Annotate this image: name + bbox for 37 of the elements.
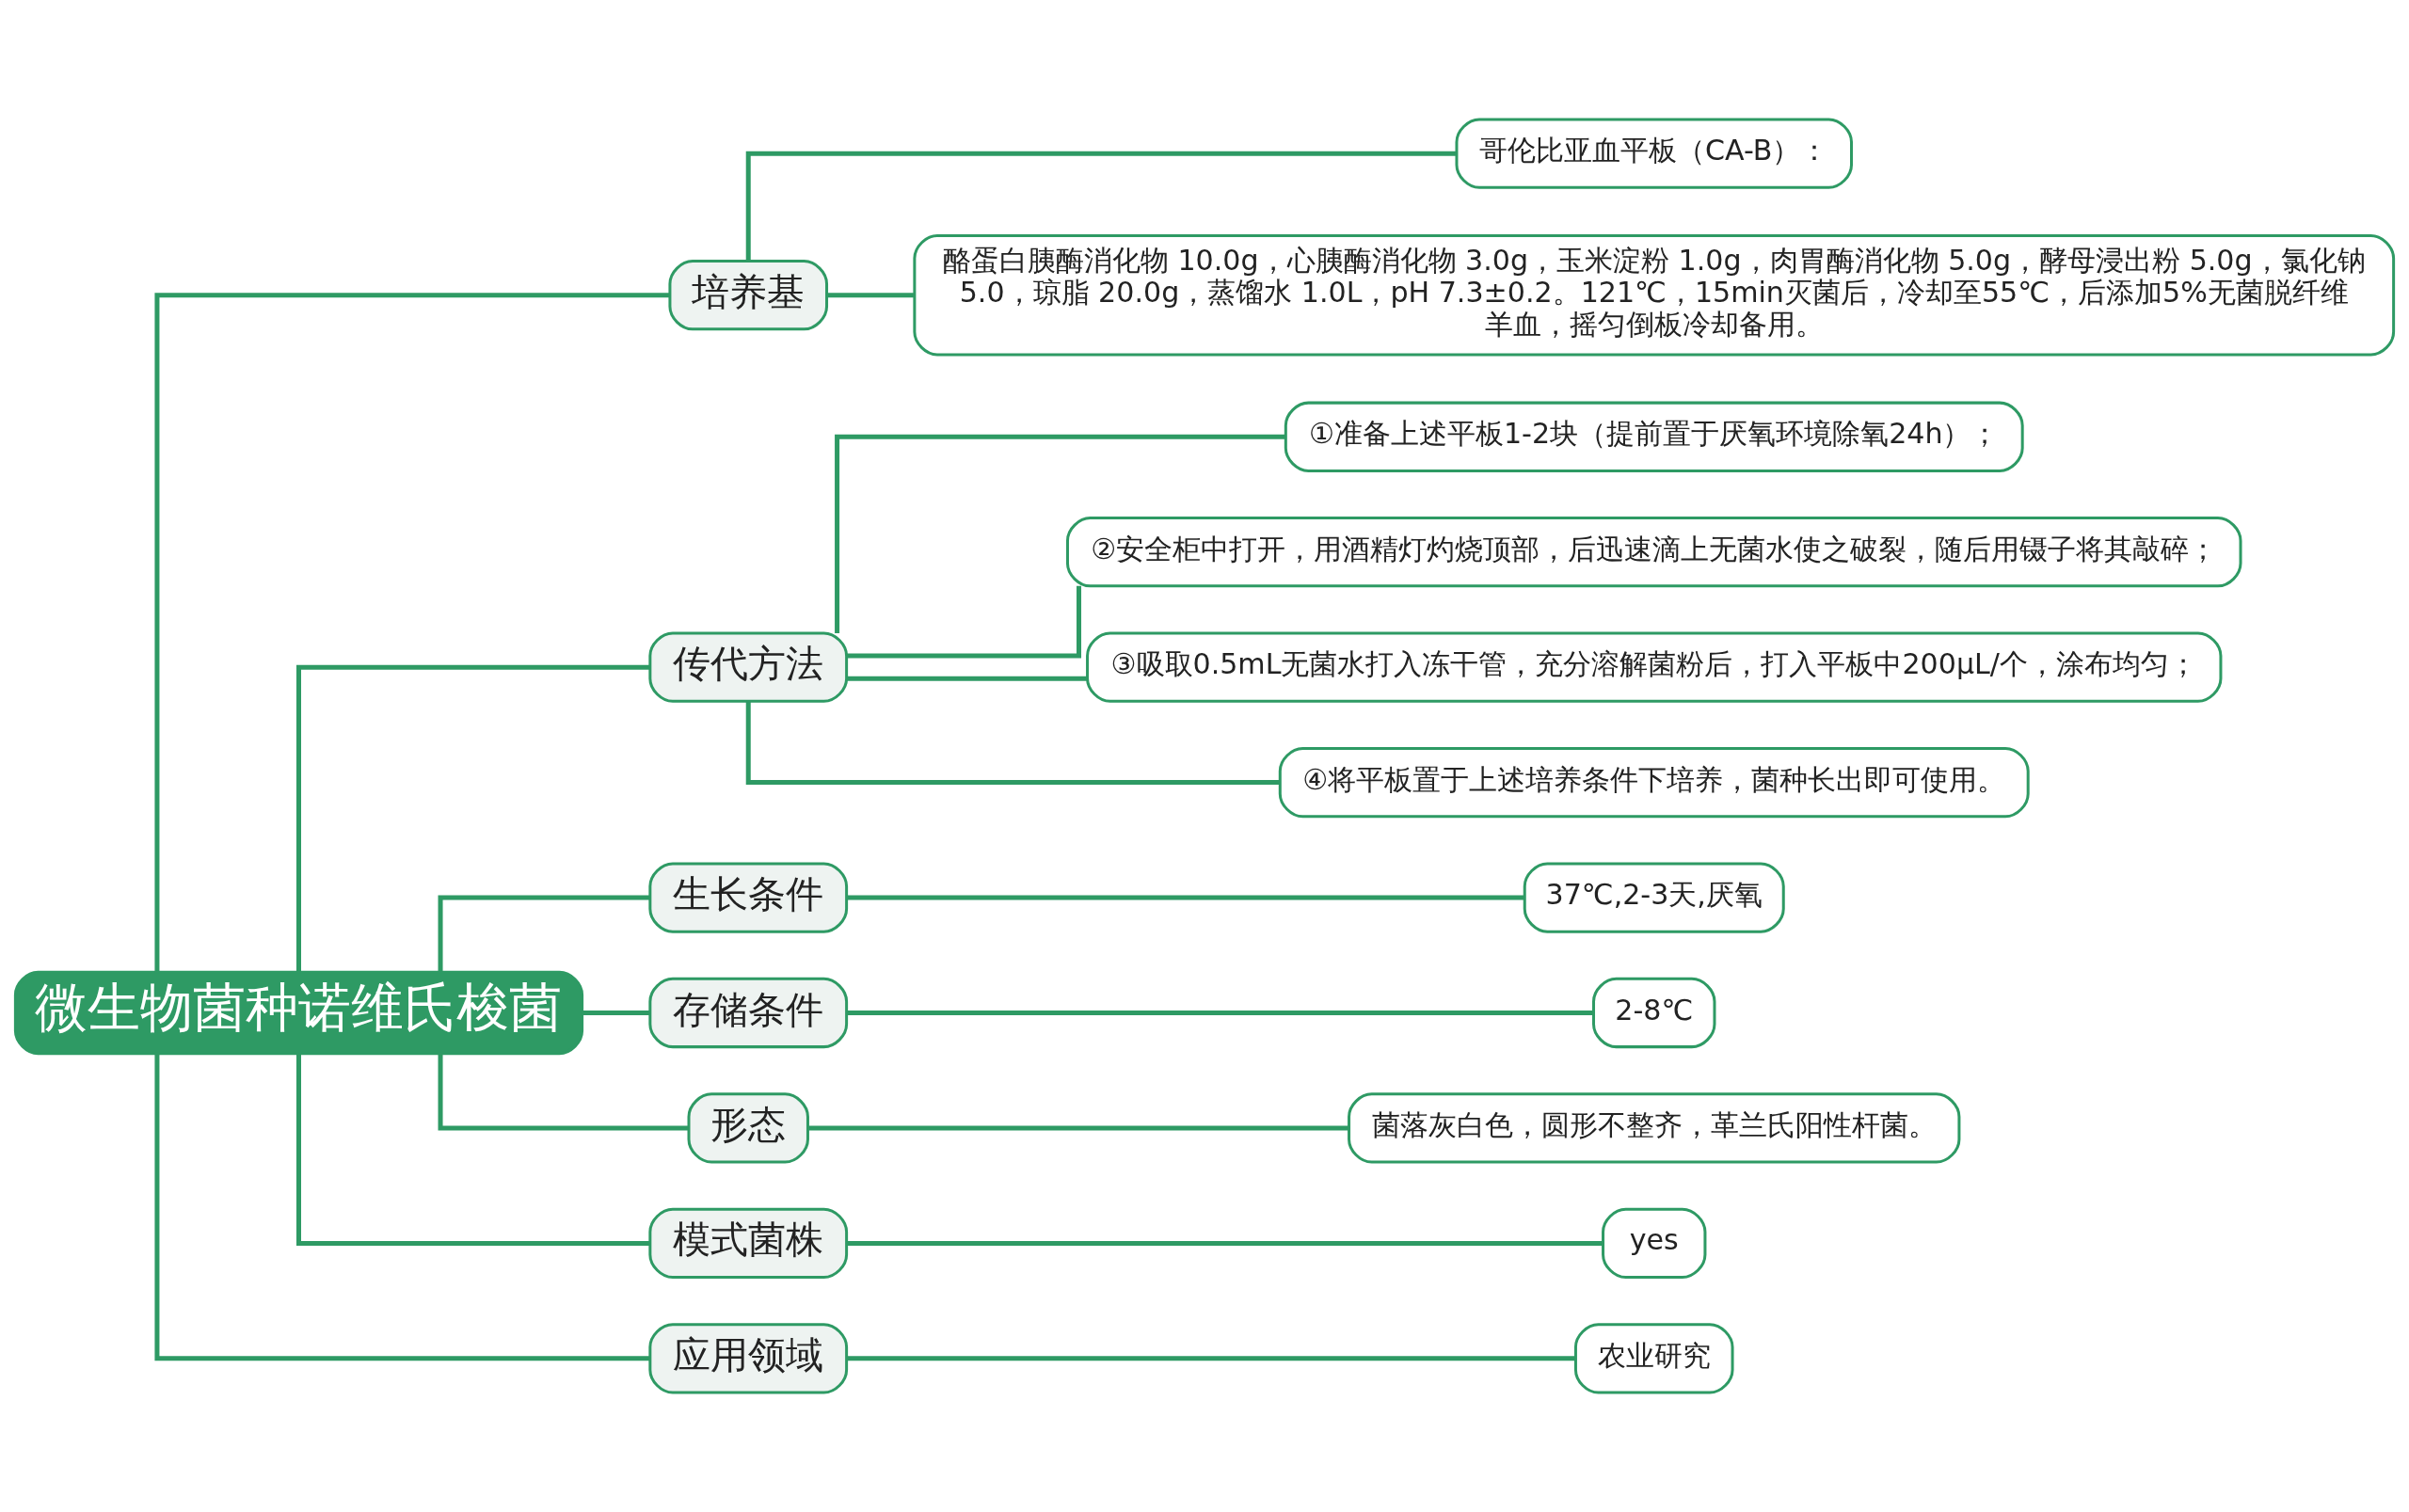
connector [745,701,1280,786]
connector [847,1356,1575,1361]
connector [826,293,914,298]
connector [808,1125,1349,1131]
connector [295,1053,650,1246]
node-box: yes [1602,1207,1707,1280]
connector [154,293,670,973]
node-box: 37℃,2-3天,厌氧 [1523,862,1785,933]
node-box: ④将平板置于上述培养条件下培养，菌种长出即可使用。 [1278,746,2030,819]
node-box: ②安全柜中打开，用酒精灯灼烧顶部，后迅速滴上无菌水使之破裂，随后用镊子将其敲碎； [1065,517,2242,588]
node-box: 农业研究 [1573,1323,1734,1394]
connector [847,1240,1603,1246]
node-box: ①准备上述平板1-2块（提前置于厌氧环境除氧24h）； [1284,401,2024,472]
node-box: 应用领域 [648,1323,849,1394]
node-box: 存储条件 [648,977,849,1049]
connector [295,664,650,972]
node-box: ③吸取0.5mL无菌水打入冻干管，充分溶解菌粉后，打入平板中200μL/个，涂布均匀； [1086,631,2223,703]
connector [847,676,1088,681]
connector [846,585,1081,659]
node-box: 2-8℃ [1592,977,1716,1049]
node-box: 培养基 [668,260,829,331]
connector [847,895,1524,900]
connector [835,434,1286,633]
connector [438,895,650,972]
connector [847,1011,1593,1015]
connector [582,1011,650,1015]
node-box: 形态 [687,1092,809,1164]
connector [745,151,1457,262]
node-box: 酪蛋白胰酶消化物 10.0g，心胰酶消化物 3.0g，玉米淀粉 1.0g，肉胃酶消化物 5.0g，酵母浸出粉 5.0g，氯化钠 5.0，琼脂 20.0g，蒸馏水 1.0L，pH 7.3±0.2。121℃，15min灭菌后，冷却至55℃，后添加5%无菌脱纤维羊血，摇匀倒板冷却备用。 [913,233,2396,357]
node-box: 哥伦比亚血平板（CA-B）： [1455,118,1853,189]
node-box: 微生物菌种诺维氏梭菌 [13,970,584,1056]
node-box: 传代方法 [648,631,849,703]
node-box: 菌落灰白色，圆形不整齐，革兰氏阳性杆菌。 [1348,1092,1961,1164]
connector [438,1054,689,1131]
node-box: 生长条件 [648,862,849,933]
connector [154,1054,650,1361]
node-box: 模式菌株 [648,1207,849,1280]
